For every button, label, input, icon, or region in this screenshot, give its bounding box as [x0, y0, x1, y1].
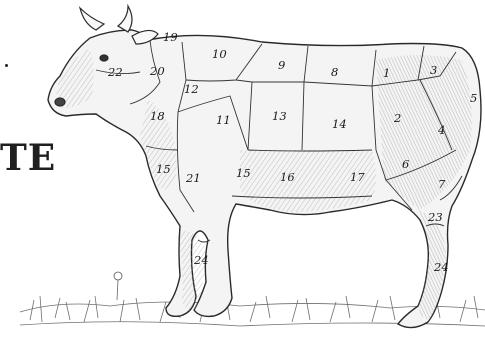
cut-label-20: 20 [149, 64, 165, 78]
cut-label-18: 18 [150, 109, 165, 123]
cut-label-3: 3 [430, 63, 437, 77]
cut-label-5: 5 [470, 91, 477, 105]
cut-label-15b: 15 [236, 166, 251, 180]
cut-label-9: 9 [278, 58, 285, 72]
cut-label-15: 15 [156, 162, 171, 176]
flower [114, 272, 122, 300]
cut-label-12: 12 [184, 82, 199, 96]
cut-label-17: 17 [350, 170, 365, 184]
cut-label-22: 22 [107, 65, 123, 79]
cut-label-24: 24 [193, 253, 209, 267]
cut-label-7: 7 [438, 177, 446, 191]
cut-label-24b: 24 [433, 260, 449, 274]
cut-label-19: 19 [163, 30, 178, 44]
cut-label-21: 21 [185, 171, 201, 185]
cut-label-2: 2 [393, 111, 401, 125]
cut-label-6: 6 [402, 157, 409, 171]
cut-label-13: 13 [272, 109, 287, 123]
cut-label-8: 8 [331, 65, 338, 79]
cut-label-4: 4 [437, 123, 445, 137]
cut-label-10: 10 [212, 47, 227, 61]
cut-label-16: 16 [280, 170, 295, 184]
cut-label-23: 23 [427, 210, 443, 224]
cut-label-14: 14 [332, 117, 347, 131]
cut-label-11: 11 [216, 113, 231, 127]
cut-label-1: 1 [383, 66, 390, 80]
